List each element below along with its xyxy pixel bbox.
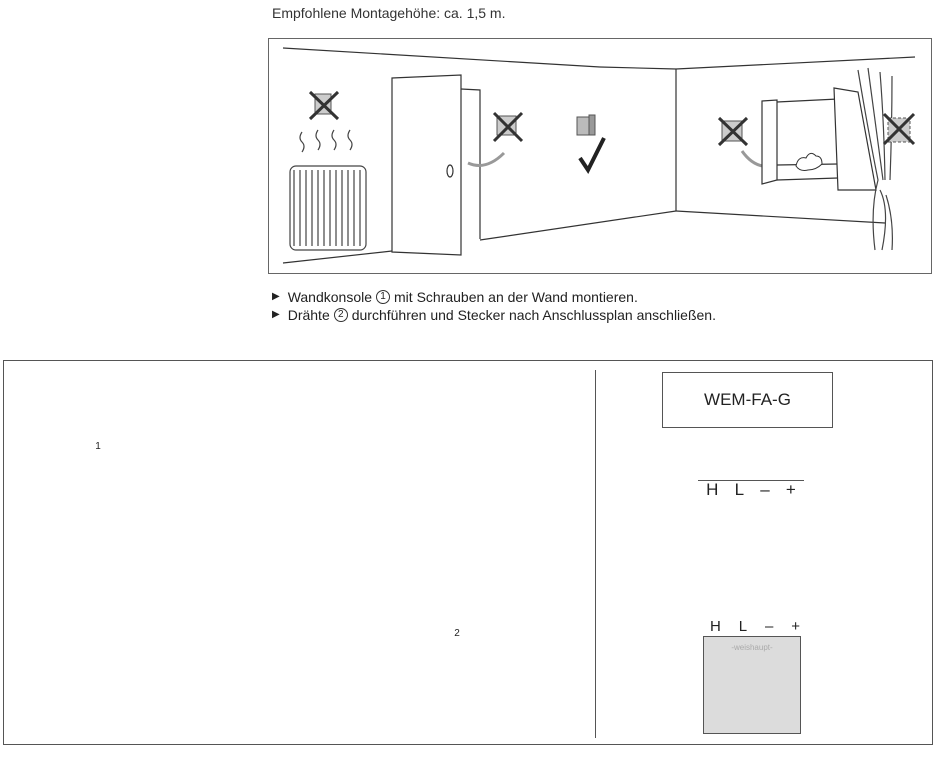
ceiling-line-right xyxy=(675,56,916,70)
bullet-arrow-icon: ▶ xyxy=(272,309,280,320)
check-mark-icon xyxy=(578,137,606,174)
page-heading: Empfohlene Montagehöhe: ca. 1,5 m. xyxy=(272,5,506,21)
callout-ref: 1 xyxy=(376,290,391,304)
ceiling-line-left xyxy=(282,47,601,68)
bus-label: H xyxy=(710,618,721,635)
terminal-label: + xyxy=(785,480,796,499)
cross-mark-icon xyxy=(717,116,749,147)
bus-label: + xyxy=(791,618,800,635)
arrow-icon xyxy=(467,151,506,167)
instruction-list: ▶ Wandkonsole 1 mit Schrauben an der Wan… xyxy=(272,288,716,324)
heat-waves-icon xyxy=(299,129,353,153)
thermostat-allowed xyxy=(576,114,596,136)
cross-mark-icon xyxy=(882,112,916,146)
bullet-arrow-icon: ▶ xyxy=(272,291,280,302)
cross-mark-icon xyxy=(492,111,524,143)
panel-divider xyxy=(595,370,596,738)
door-knob xyxy=(446,164,454,178)
module-box: WEM-FA-G xyxy=(662,372,833,428)
terminal-label: H xyxy=(706,480,719,499)
instruction-item: ▶ Wandkonsole 1 mit Schrauben an der Wan… xyxy=(272,289,638,305)
placement-illustration-panel xyxy=(268,38,932,274)
terminal-label: L xyxy=(734,480,745,499)
terminal-label: – xyxy=(760,480,770,499)
bus-label: – xyxy=(764,618,774,635)
radiator xyxy=(289,165,367,251)
callout-2-label: 2 xyxy=(454,628,460,639)
callout-ref: 2 xyxy=(333,308,348,322)
device-label: -weishaupt- xyxy=(731,643,773,652)
terminal-labels: H L – + xyxy=(698,480,804,499)
floor-line-left xyxy=(282,250,393,264)
instruction-item: ▶ Drähte 2 durchführen und Stecker nach … xyxy=(272,307,716,323)
plant-icon xyxy=(795,152,823,171)
bus-label: L xyxy=(738,618,748,635)
module-label: WEM-FA-G xyxy=(704,390,791,409)
callout-1-label: 1 xyxy=(95,441,101,452)
window xyxy=(761,87,877,191)
bus-labels: H L – + xyxy=(710,618,800,635)
weishaupt-device xyxy=(703,636,801,734)
cross-mark-icon xyxy=(308,90,340,121)
door xyxy=(391,74,462,256)
floor-line-right xyxy=(675,210,886,224)
door-frame xyxy=(460,88,481,239)
